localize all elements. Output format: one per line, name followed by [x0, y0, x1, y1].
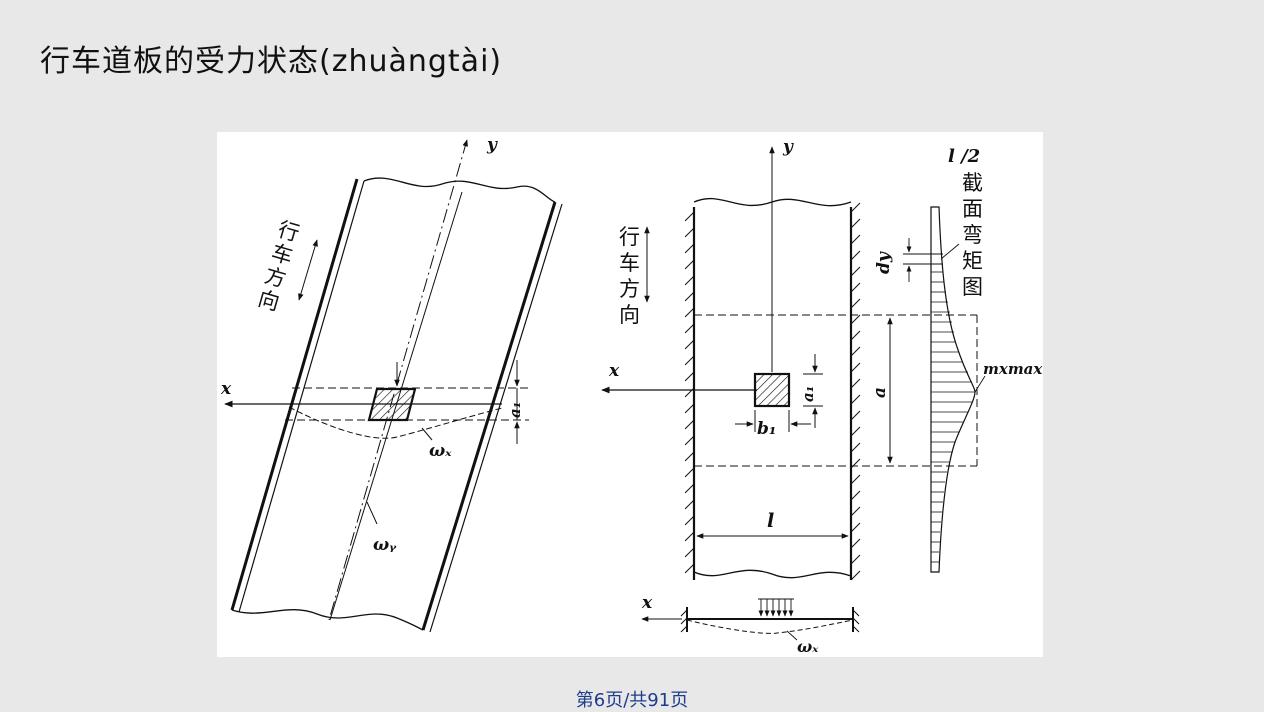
svg-text:向: 向 [255, 286, 282, 315]
moment-diagram [903, 206, 986, 573]
svg-text:面: 面 [962, 197, 983, 221]
svg-text:向: 向 [619, 303, 640, 327]
left-omega-x-label: ωₓ [429, 441, 452, 461]
right-axis-x-label: x [608, 361, 620, 381]
right-a-label: a [870, 387, 890, 398]
mxmax-label: mxmax [983, 360, 1043, 378]
svg-text:方: 方 [619, 277, 640, 301]
bottom-axis-x-label: x [641, 593, 653, 613]
left-omega-y-label: ωᵧ [373, 535, 397, 555]
svg-text:弯: 弯 [962, 223, 983, 247]
right-l-label: l [767, 510, 774, 532]
right-b1-label: b₁ [757, 419, 776, 439]
bottom-omega-x-label: ωₓ [797, 637, 819, 656]
right-dy-label: dy [874, 251, 894, 274]
left-direction-label: 行 车 方 向 [255, 217, 302, 315]
diagram-figure: y x a₁ ωₓ ωᵧ 行 车 方 向 [217, 132, 1043, 657]
slide-title: 行车道板的受力状态(zhuàngtài) [40, 44, 503, 79]
moment-diagram-caption: 截 面 弯 矩 图 [962, 171, 983, 299]
left-a1-label: a₁ [506, 402, 524, 418]
half-l-label: l /2 [948, 146, 980, 167]
right-plate-plan [601, 146, 978, 581]
plate-force-diagram: y x a₁ ωₓ ωᵧ 行 车 方 向 [220, 135, 1043, 656]
left-skewed-plate [224, 139, 563, 633]
svg-text:行: 行 [619, 225, 640, 249]
right-a1-label: a₁ [799, 386, 817, 402]
svg-text:车: 车 [619, 251, 640, 275]
bottom-cross-section [641, 598, 860, 641]
svg-text:图: 图 [962, 275, 983, 299]
right-axis-y-label: y [782, 137, 794, 157]
left-axis-y-label: y [486, 135, 498, 155]
page-number: 第6页/共91页 [575, 690, 689, 711]
right-direction-label: 行 车 方 向 [619, 225, 640, 327]
left-axis-x-label: x [220, 379, 232, 399]
svg-text:截: 截 [962, 171, 983, 195]
svg-text:矩: 矩 [962, 249, 983, 273]
